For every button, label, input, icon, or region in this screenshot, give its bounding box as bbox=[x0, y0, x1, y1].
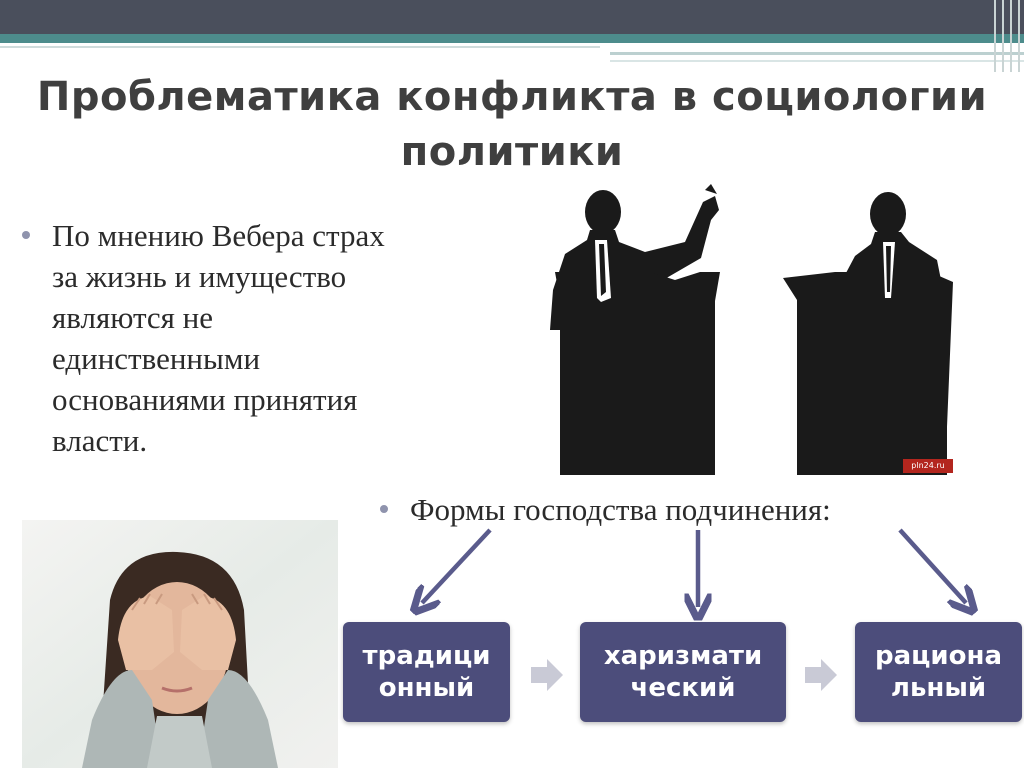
header-thin-line bbox=[610, 52, 1024, 55]
bullet-icon bbox=[380, 505, 388, 513]
form-traditional-box: традици онный bbox=[343, 622, 510, 722]
bullet-icon bbox=[22, 231, 30, 239]
weber-bullet-line: единственными bbox=[52, 341, 261, 376]
form-traditional-line-1: традици bbox=[362, 641, 491, 671]
podiums-silhouette-image bbox=[550, 184, 953, 475]
header-bar bbox=[0, 0, 1024, 34]
form-charismatic-line-2: ческий bbox=[630, 673, 736, 703]
woman-covering-eyes-image bbox=[22, 520, 338, 768]
forms-bullet-text: Формы господства подчинения: bbox=[410, 492, 831, 527]
weber-bullet: По мнению Вебера страх за жизнь и имущес… bbox=[22, 215, 472, 461]
form-rational-line-1: рациона bbox=[874, 641, 1003, 671]
slide-title-line-2: политики bbox=[400, 129, 624, 175]
weber-bullet-line: По мнению Вебера страх bbox=[52, 218, 385, 253]
weber-bullet-line: за жизнь и имущество bbox=[52, 259, 347, 294]
chevron-right-icon bbox=[531, 659, 563, 691]
form-traditional-line-2: онный bbox=[378, 673, 475, 703]
slide-title: Проблематика конфликта в социологии поли… bbox=[0, 70, 1024, 180]
weber-bullet-text: По мнению Вебера страх за жизнь и имущес… bbox=[52, 215, 472, 461]
header-corner-stripes bbox=[990, 0, 1024, 72]
weber-bullet-line: являются не bbox=[52, 300, 214, 335]
down-arrows bbox=[400, 528, 1000, 625]
slide-title-line-1: Проблематика конфликта в социологии bbox=[36, 74, 988, 120]
form-charismatic-line-1: харизмати bbox=[603, 641, 763, 671]
image-credit: pln24.ru bbox=[903, 459, 953, 473]
form-charismatic-box: харизмати ческий bbox=[580, 622, 786, 722]
forms-bullet: Формы господства подчинения: bbox=[380, 490, 980, 530]
form-rational-line-2: льный bbox=[890, 673, 987, 703]
down-arrow-icon bbox=[898, 528, 966, 603]
down-arrow-icon bbox=[422, 528, 492, 603]
header-accent-stripe bbox=[0, 34, 1024, 43]
weber-bullet-line: власти. bbox=[52, 423, 148, 458]
header-thin-line bbox=[0, 46, 600, 48]
header-thin-line bbox=[610, 60, 1024, 62]
chevron-right-icon bbox=[805, 659, 837, 691]
weber-bullet-line: основаниями принятия bbox=[52, 382, 358, 417]
form-rational-box: рациона льный bbox=[855, 622, 1022, 722]
